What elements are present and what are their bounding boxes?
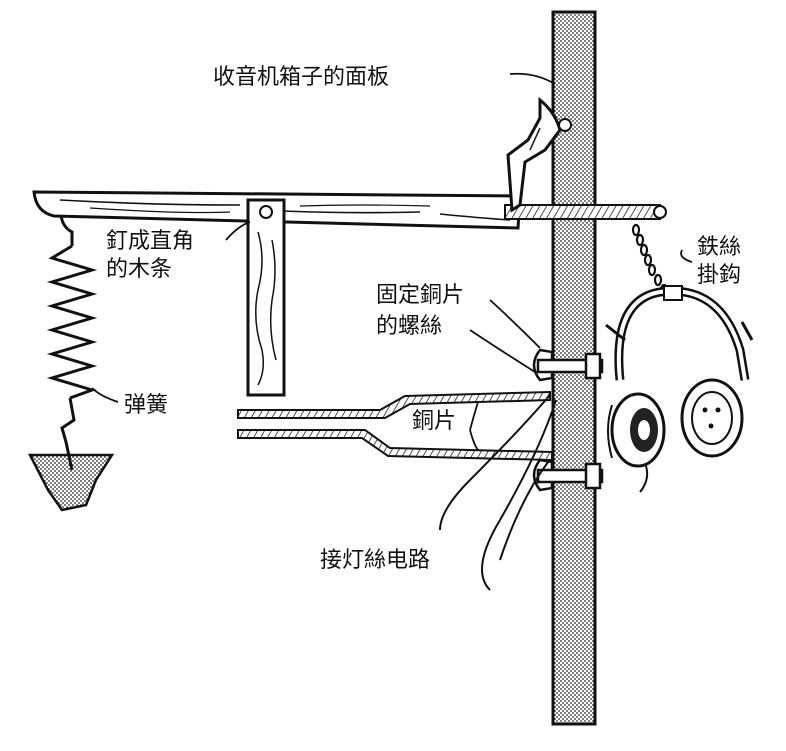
screw-upper: [532, 348, 604, 382]
label-radio-panel: 收音机箱子的面板: [213, 65, 389, 90]
spring: [46, 198, 98, 471]
label-spring: 弹簧: [124, 393, 168, 418]
label-iron-hook-2: 掛鈎: [697, 263, 741, 288]
filament-wires: [439, 394, 557, 591]
ground-block: [27, 453, 115, 512]
hook-bracket: [506, 96, 572, 213]
metal-rod: [504, 204, 667, 220]
copper-strips: [237, 390, 553, 462]
label-screw-1: 固定銅片: [376, 283, 464, 308]
vertical-wood-strip: [246, 198, 286, 397]
label-wood-strip-2: 的木条: [106, 257, 172, 282]
label-iron-hook-1: 鉄絲: [697, 235, 741, 260]
label-copper-strip: 銅片: [412, 409, 456, 434]
label-filament-circuit: 接灯絲电路: [320, 548, 430, 573]
label-screw-2: 的螺絲: [376, 314, 442, 339]
leader-lines: [91, 72, 693, 451]
headphones: [605, 285, 754, 493]
iron-wire-chain: [631, 223, 669, 297]
label-wood-strip-1: 釘成直角: [106, 229, 194, 254]
screw-lower: [532, 458, 604, 492]
